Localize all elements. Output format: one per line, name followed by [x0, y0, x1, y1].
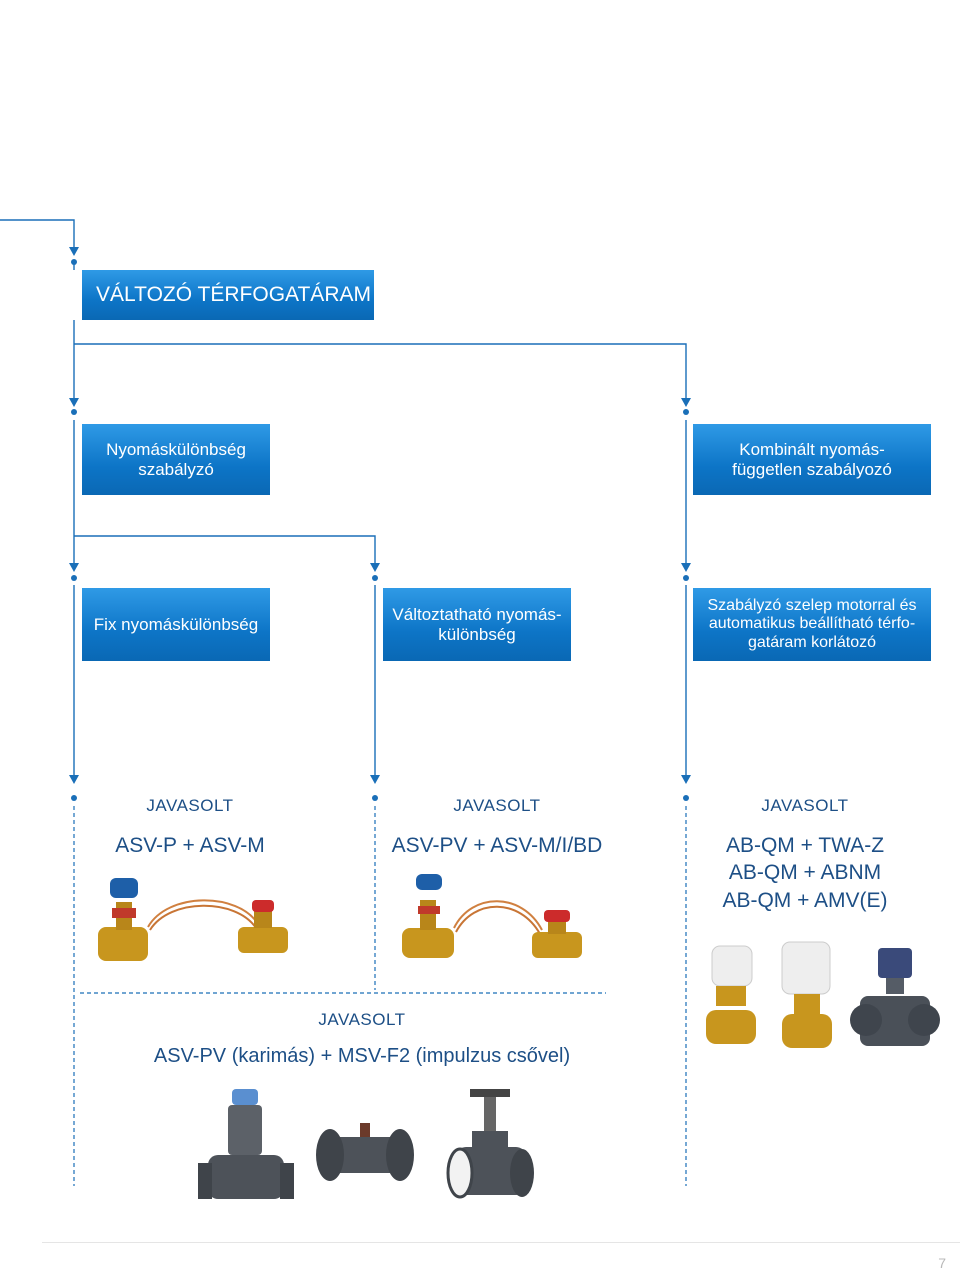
recommended-products: AB-QM + TWA-Z AB-QM + ABNM AB-QM + AMV(E… — [722, 834, 888, 912]
box-label: Nyomáskülönbség szabályzó — [106, 439, 246, 479]
recommended-products: ASV-PV + ASV-M/I/BD — [391, 834, 603, 857]
arrowhead — [681, 398, 691, 407]
title-text: VÁLTOZÓ TÉRFOGATÁRAM — [96, 282, 371, 306]
valve-image-ab-qm — [706, 941, 940, 1048]
title-box: VÁLTOZÓ TÉRFOGATÁRAM — [82, 270, 374, 320]
connector-l1-branch — [74, 535, 376, 568]
box-label: Fix nyomáskülönbség — [93, 614, 259, 634]
connector-entry — [0, 219, 75, 250]
arrowhead — [370, 563, 380, 572]
recommended-label: JAVASOLT — [761, 796, 849, 815]
arrowhead — [681, 563, 691, 572]
recommended-products: ASV-PV (karimás) + MSV-F2 (impulzus csőv… — [153, 1045, 571, 1067]
box-label: Változtatható nyomás- különbség — [392, 604, 562, 644]
arrowhead — [681, 775, 691, 784]
box-label: Kombinált nyomás- független szabályozó — [732, 439, 892, 479]
box-combined-controller: Kombinált nyomás- független szabályozó — [693, 424, 931, 495]
footer-divider — [42, 1242, 960, 1243]
arrowhead — [69, 398, 79, 407]
box-variable-pressure-diff: Változtatható nyomás- különbség — [383, 588, 571, 661]
recommended-products: ASV-P + ASV-M — [115, 834, 265, 857]
arrowhead — [69, 775, 79, 784]
page-number: 7 — [938, 1255, 946, 1271]
box-motorized-valve: Szabályzó szelep motorral és automatikus… — [693, 588, 931, 661]
recommended-label: JAVASOLT — [318, 1010, 406, 1029]
box-fixed-pressure-diff: Fix nyomáskülönbség — [82, 588, 270, 661]
arrowhead — [69, 563, 79, 572]
recommended-label: JAVASOLT — [453, 796, 541, 815]
valve-image-asv-pv-asv-m — [402, 874, 582, 958]
recommended-label: JAVASOLT — [146, 796, 234, 815]
valve-image-flanged — [198, 1089, 534, 1199]
valve-image-asv-p-asv-m — [98, 878, 288, 961]
connector-title-right — [74, 343, 687, 403]
box-label: Szabályzó szelep motorral és automatikus… — [707, 596, 917, 651]
box-pressure-diff-controller: Nyomáskülönbség szabályzó — [82, 424, 270, 495]
arrowhead — [370, 775, 380, 784]
arrowhead — [69, 247, 79, 256]
